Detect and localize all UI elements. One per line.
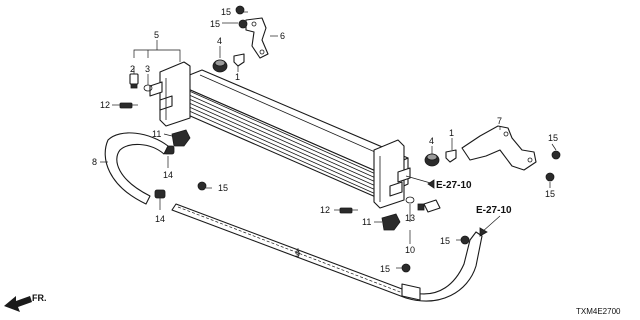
front-direction-indicator: FR. xyxy=(4,293,47,312)
callout-4-right: 4 xyxy=(429,136,434,146)
callout-1-upper: 1 xyxy=(235,72,240,82)
callout-12-left: 12 xyxy=(100,100,110,110)
rubber-mount-right xyxy=(424,153,440,167)
callout-15-right-top: 15 xyxy=(548,133,558,143)
callout-14-lower: 14 xyxy=(155,214,165,224)
callout-8: 8 xyxy=(92,157,97,167)
diagram-code: TXM4E2700 xyxy=(576,307,621,316)
collar-upper xyxy=(233,53,245,67)
leader-lines xyxy=(100,11,557,269)
radiator-right-tank xyxy=(373,139,411,209)
callout-14-upper: 14 xyxy=(163,170,173,180)
callout-11-right: 11 xyxy=(362,217,371,227)
callout-12-right: 12 xyxy=(320,205,330,215)
lower-pipe xyxy=(171,203,483,302)
mounting-bolt xyxy=(119,102,358,214)
front-direction-label: FR. xyxy=(32,293,47,303)
flange-bolt xyxy=(197,5,561,273)
callout-9: 9 xyxy=(295,249,300,259)
callout-15-lower-right: 15 xyxy=(440,236,450,246)
bracket-right xyxy=(461,125,537,171)
callout-6: 6 xyxy=(280,31,285,41)
reference-e-27-10-upper: E-27-10 xyxy=(436,180,472,191)
reference-e-27-10-lower: E-27-10 xyxy=(476,205,512,216)
callout-15-right-bottom: 15 xyxy=(545,189,555,199)
callout-7: 7 xyxy=(497,116,502,126)
upper-hose xyxy=(104,132,169,205)
front-arrow-icon xyxy=(4,296,32,312)
callout-10: 10 xyxy=(405,245,415,255)
callout-15-top: 15 xyxy=(221,7,231,17)
drain-plug xyxy=(129,73,139,89)
callout-15-bottom: 15 xyxy=(380,264,390,274)
callout-1-right: 1 xyxy=(449,128,454,138)
callout-labels: 5 2 3 4 1 15 15 6 12 11 8 14 15 14 12 11… xyxy=(92,7,558,274)
collar-right xyxy=(445,149,457,163)
reference-arrow-icon xyxy=(427,179,435,189)
lower-cushion xyxy=(171,129,401,231)
rubber-mount-upper xyxy=(212,59,228,73)
radiator-left-tank xyxy=(149,61,191,127)
reference-labels: E-27-10 E-27-10 xyxy=(427,179,512,237)
callout-5: 5 xyxy=(154,30,159,40)
callout-13: 13 xyxy=(405,213,415,223)
callout-11-left: 11 xyxy=(152,129,161,139)
temperature-sensor xyxy=(405,196,441,213)
callout-3: 3 xyxy=(145,64,150,74)
radiator-core xyxy=(171,69,409,199)
hose-clamp xyxy=(154,145,175,199)
reference-arrow-icon xyxy=(479,227,488,237)
bracket-upper xyxy=(245,17,269,59)
callout-15-second: 15 xyxy=(210,19,220,29)
callout-2: 2 xyxy=(130,64,135,74)
callout-4-upper: 4 xyxy=(217,36,222,46)
callout-15-left: 15 xyxy=(218,183,228,193)
